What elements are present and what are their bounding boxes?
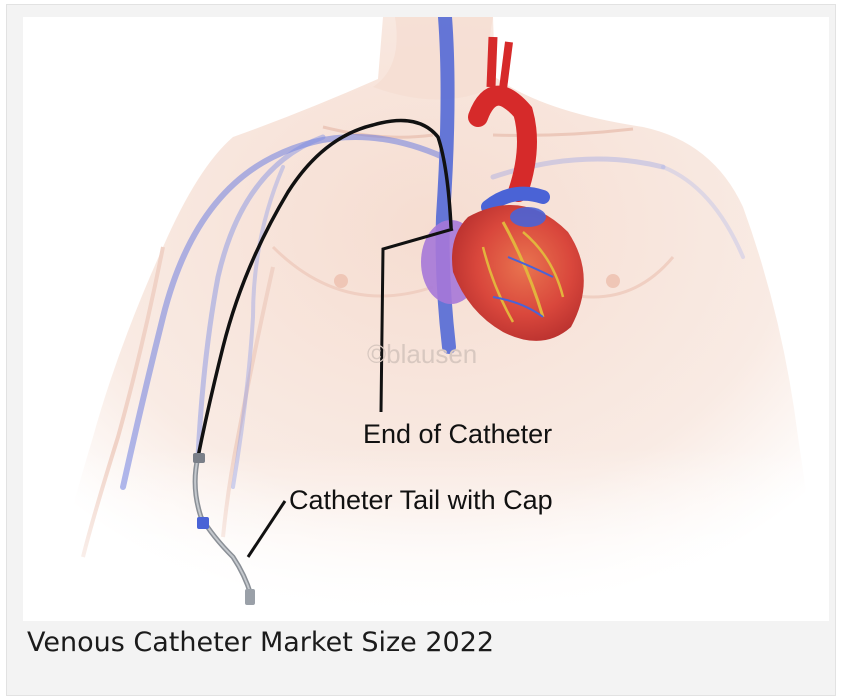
catheter-tail-label: Catheter Tail with Cap xyxy=(289,485,553,515)
image-caption: Venous Catheter Market Size 2022 xyxy=(27,627,494,658)
blausen-watermark: ©blausen xyxy=(367,339,477,369)
end-of-catheter-label: End of Catheter xyxy=(363,419,552,449)
catheter-illustration: End of Catheter Catheter Tail with Cap ©… xyxy=(23,17,829,621)
anatomy-illustration: End of Catheter Catheter Tail with Cap ©… xyxy=(23,17,829,621)
body-silhouette xyxy=(23,17,829,621)
image-card: End of Catheter Catheter Tail with Cap ©… xyxy=(6,4,836,696)
